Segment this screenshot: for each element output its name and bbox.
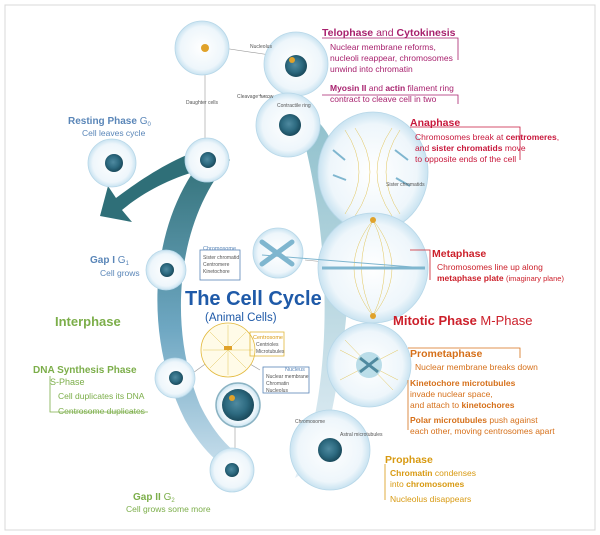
- cell-anaphase: [317, 111, 429, 233]
- metaphase-title: Metaphase: [432, 248, 486, 260]
- label-chromosome-prophase: Chromosome: [295, 419, 325, 425]
- cell-dna-synthesis: [154, 357, 196, 399]
- centrosome-box-item: Microtubules: [256, 349, 285, 355]
- interphase-title: Interphase: [55, 314, 121, 329]
- chromosome-box-item: Kinetochore: [203, 269, 230, 275]
- label-frames: [49, 37, 521, 500]
- label-contractile-ring: Contractile ring: [277, 103, 311, 109]
- prometaphase-line-5: Polar microtubules push against: [410, 415, 538, 425]
- label-sister-chromatids: Sister chromatids: [386, 182, 425, 188]
- cell-interphase-top: [184, 137, 230, 183]
- nucleus-box-item: Nuclear membrane: [266, 374, 309, 380]
- nucleus-box-item: Nucleolus: [266, 388, 288, 394]
- nucleus-detail: [215, 382, 261, 428]
- prometaphase-title: Prometaphase: [410, 348, 483, 360]
- cell-metaphase: [261, 212, 429, 324]
- cell-g0: [87, 138, 137, 188]
- label-daughter-cells: Daughter cells: [186, 100, 218, 106]
- metaphase-line-2: metaphase plate (imaginary plane): [437, 273, 564, 283]
- chromosome-box-item: Centromere: [203, 262, 230, 268]
- dna-synthesis-desc-1: Cell duplicates its DNA: [58, 391, 145, 401]
- cell-telophase: [263, 31, 329, 97]
- prometaphase-line-2: Kinetochore microtubules: [410, 378, 516, 388]
- centrosome-box-title: Centrosome: [253, 335, 283, 341]
- cell-prophase: [289, 409, 371, 491]
- gap1-desc: Cell grows: [100, 268, 140, 278]
- chromosome-box-item: Sister chromatid: [203, 255, 239, 261]
- nucleus-box-title: Nucleus: [285, 367, 305, 373]
- frame: [4, 4, 596, 531]
- chromosome-box-title: Chromosome: [203, 246, 236, 252]
- resting-phase-title: Resting Phase G0: [68, 116, 151, 128]
- main-title: The Cell Cycle: [185, 288, 322, 310]
- prophase-title: Prophase: [385, 454, 433, 466]
- chromosome-box: Chromosome Sister chromatid Centromere K…: [203, 246, 239, 275]
- centrosome-box: Centrosome Centrioles Microtubules: [253, 335, 285, 355]
- nucleus-box-item: Chromatin: [266, 381, 289, 387]
- cell-daughter-bottom: [255, 92, 321, 158]
- dna-synthesis-desc-2: Centrosome duplicates: [58, 406, 145, 416]
- cell-prometaphase: [326, 322, 412, 408]
- anaphase-line-3: to opposite ends of the cell: [415, 154, 516, 164]
- resting-phase-desc: Cell leaves cycle: [82, 128, 146, 138]
- dna-synthesis-sub: S-Phase: [50, 377, 85, 387]
- nucleus-box: Nucleus Nuclear membrane Chromatin Nucle…: [266, 367, 309, 394]
- telophase-line-4: Myosin II and actin filament ring: [330, 83, 454, 93]
- telophase-line-3: unwind into chromatin: [330, 64, 413, 74]
- label-astral-microtubules: Astral microtubules: [340, 432, 383, 438]
- prometaphase-line-6: each other, moving centrosomes apart: [410, 426, 555, 436]
- telophase-line-1: Nuclear membrane reforms,: [330, 42, 436, 52]
- prophase-line-2: into chromosomes: [390, 479, 464, 489]
- prometaphase-line-3: invade nuclear space,: [410, 389, 493, 399]
- prophase-line-1: Chromatin condenses: [390, 468, 476, 478]
- prometaphase-line-1: Nuclear membrane breaks down: [415, 362, 538, 372]
- telophase-line-5: contract to cleave cell in two: [330, 94, 437, 104]
- anaphase-line-2: and sister chromatids move: [415, 143, 526, 153]
- anaphase-title: Anaphase: [410, 117, 460, 129]
- dna-synthesis-title: DNA Synthesis Phase: [33, 365, 137, 376]
- prometaphase-line-4: and attach to kinetochores: [410, 400, 515, 410]
- telophase-line-2: nucleoli reappear, chromosomes: [330, 53, 453, 63]
- label-nucleolus-top: Nucleolus: [250, 44, 272, 50]
- centrosome-box-item: Centrioles: [256, 342, 279, 348]
- prophase-line-3: Nucleolus disappears: [390, 494, 471, 504]
- chromosome-detail: [252, 227, 304, 279]
- main-subtitle: (Animal Cells): [205, 312, 277, 324]
- anaphase-line-1: Chromosomes break at centromeres,: [415, 132, 559, 142]
- g0-arrow: [100, 150, 200, 222]
- gap2-desc: Cell grows some more: [126, 504, 211, 514]
- cell-gap1: [145, 249, 187, 291]
- centrosome-detail: [200, 322, 256, 378]
- metaphase-line-1: Chromosomes line up along: [437, 262, 543, 272]
- gap2-title: Gap II G2: [133, 492, 175, 504]
- cell-gap2: [209, 447, 255, 493]
- telophase-title: Telophase and Cytokinesis: [322, 27, 456, 39]
- mitotic-phase-title: Mitotic Phase M-Phase: [393, 313, 532, 328]
- cell-daughter-top: [174, 20, 230, 76]
- label-cleavage-furrow: Cleavage furrow: [237, 94, 274, 100]
- gap1-title: Gap I G1: [90, 255, 130, 267]
